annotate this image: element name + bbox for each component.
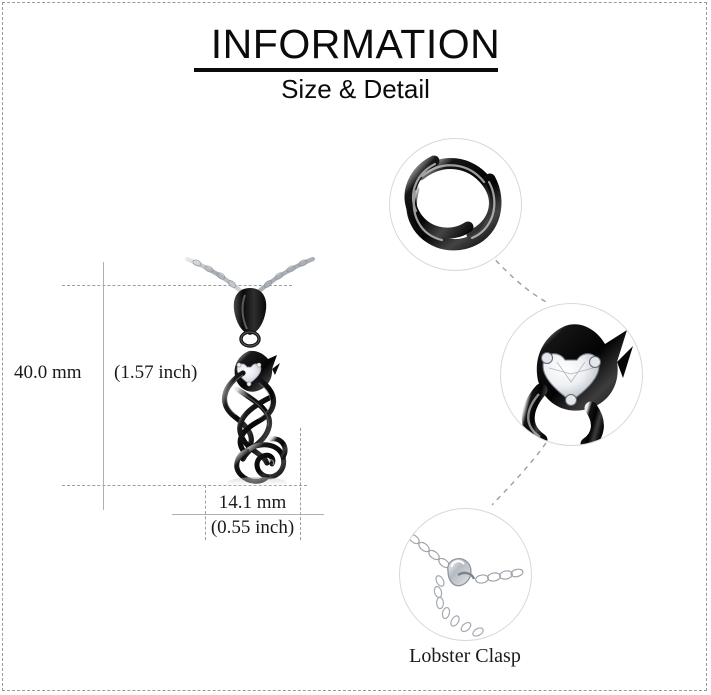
detail-bubble-cat-gem [500,303,643,446]
header: INFORMATION [0,22,711,66]
page-title: INFORMATION [210,21,501,67]
detail-bubble-knot [389,138,522,271]
width-label-inch: (0.55 inch) [210,517,295,538]
title-underline [194,68,498,72]
width-guide-right [300,428,301,540]
width-label-mm: 14.1 mm [218,492,287,513]
width-guide-left [205,485,206,540]
celtic-knot-cat-pendant-icon [184,255,316,490]
detail-bubble-lobster-clasp [399,508,532,641]
guide-line-bottom [62,485,307,486]
clasp-caption: Lobster Clasp [409,645,521,667]
width-measure-line [172,514,324,515]
height-measure-line [103,262,104,510]
page-subtitle: Size & Detail [281,74,430,104]
height-label-mm: 40.0 mm [14,362,82,383]
height-label-inch: (1.57 inch) [114,362,198,383]
guide-line-top [62,285,292,286]
